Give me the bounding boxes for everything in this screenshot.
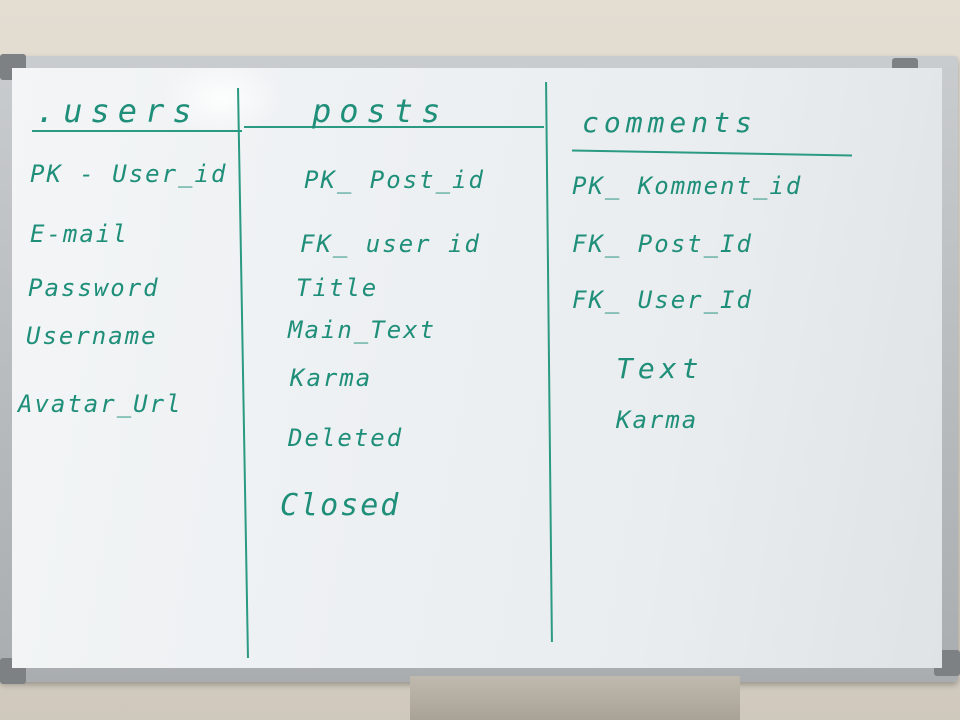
users-field: Password (28, 274, 160, 302)
posts-field: Main_Text (288, 316, 437, 344)
posts-heading: posts (312, 92, 449, 130)
users-underline (32, 130, 242, 132)
users-field: E-mail (30, 220, 129, 248)
comments-field: PK_ Komment_id (572, 172, 803, 200)
column-divider-1 (237, 88, 249, 658)
comments-field: FK_ User_Id (572, 286, 753, 314)
comments-field: Text (616, 352, 704, 385)
comments-heading: comments (582, 106, 757, 139)
marker-tray (410, 676, 740, 720)
posts-field: Closed (280, 488, 401, 523)
comments-underline (572, 149, 852, 157)
posts-field: FK_ user id (300, 230, 481, 258)
posts-field: Karma (290, 364, 373, 392)
users-field: Avatar_Url (18, 390, 183, 418)
posts-field: Deleted (288, 424, 404, 452)
posts-field: Title (296, 274, 379, 302)
users-field: Username (26, 322, 158, 350)
users-heading: .users (36, 92, 200, 130)
posts-underline (244, 126, 544, 128)
column-divider-2 (545, 82, 553, 642)
posts-field: PK_ Post_id (304, 166, 485, 194)
comments-field: Karma (616, 406, 699, 434)
comments-field: FK_ Post_Id (572, 230, 753, 258)
whiteboard-surface: .users PK - User_id E-mail Password User… (12, 68, 942, 668)
users-field: PK - User_id (30, 160, 228, 188)
